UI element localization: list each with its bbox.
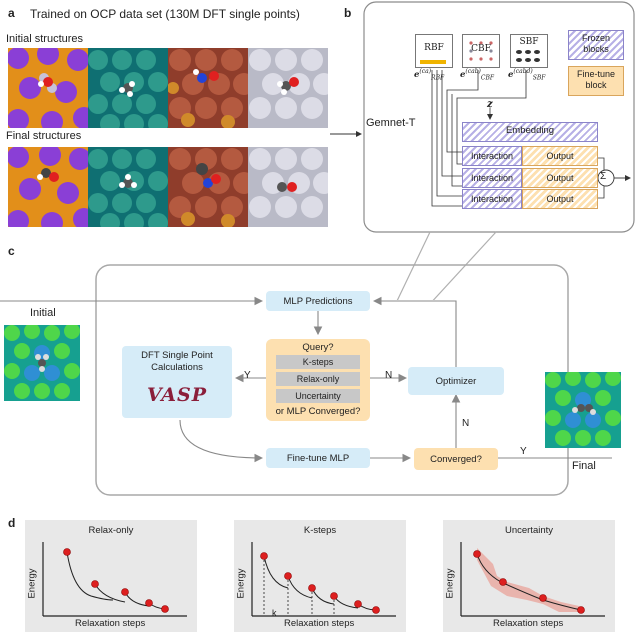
initial-structure-2-image — [88, 48, 168, 128]
k-steps-curve — [251, 542, 396, 617]
embedding-block: Embedding — [462, 122, 598, 142]
panel-d-letter: d — [8, 516, 16, 530]
e-cbf-label: e(cab)CBF — [460, 68, 495, 82]
panel-a-title: Trained on OCP data set (130M DFT single… — [30, 7, 300, 21]
output-label-2: Output — [546, 173, 574, 183]
query-option-uncertainty: Uncertainty — [276, 389, 360, 403]
query-footer: or MLP Converged? — [275, 406, 361, 417]
legend-frozen: Frozen blocks — [568, 30, 624, 60]
vasp-logo: VASP — [146, 384, 208, 406]
relax-only-plot: Relax-only Energy Relaxation steps — [25, 520, 197, 632]
sum-icon: Σ — [600, 171, 607, 182]
initial-structure-3-image — [168, 48, 248, 128]
relax-only-title: Relax-only — [88, 525, 134, 536]
interaction-block-2: Interaction — [462, 168, 522, 188]
converged-node: Converged? — [414, 448, 498, 470]
uncertainty-xlabel: Relaxation steps — [493, 618, 564, 629]
relax-only-xlabel: Relaxation steps — [75, 618, 146, 629]
finetune-mlp-node: Fine-tune MLP — [266, 448, 370, 468]
panel-a-letter: a — [8, 6, 15, 20]
dft-node: DFT Single Point Calculations VASP — [122, 346, 232, 418]
cbf-label: CBF — [471, 44, 491, 54]
e-sbf-label: e(cabd)SBF — [508, 68, 546, 82]
uncertainty-title: Uncertainty — [504, 525, 554, 536]
final-structures-label: Final structures — [6, 130, 82, 142]
output-block-3: Output — [522, 189, 598, 209]
query-title: Query? — [302, 342, 334, 353]
mlp-predictions-node: MLP Predictions — [266, 291, 370, 311]
edge-y-to-final: Y — [520, 446, 527, 457]
panel-c-letter: c — [8, 244, 15, 258]
interaction-label-1: Interaction — [470, 151, 514, 161]
legend-finetune: Fine-tune block — [568, 66, 624, 96]
initial-structure-4-image — [248, 48, 328, 128]
legend-frozen-label: Frozen blocks — [581, 33, 610, 54]
e-rbf-label: e(ca)RBF — [414, 68, 445, 82]
sbf-label: SBF — [519, 37, 539, 47]
output-label-1: Output — [546, 151, 574, 161]
rbf-curve-icon — [420, 60, 446, 64]
initial-structure-1-image — [8, 48, 88, 128]
cbf-grid-icon — [469, 41, 493, 61]
edge-n-to-optimizer: N — [385, 370, 393, 381]
relax-only-curve — [42, 542, 187, 617]
edge-n-to-optimizer-from-converged: N — [462, 418, 470, 429]
output-block-2: Output — [522, 168, 598, 188]
embedding-label: Embedding — [505, 125, 555, 136]
initial-structures-label: Initial structures — [6, 33, 84, 45]
interaction-block-1: Interaction — [462, 146, 522, 166]
k-steps-xlabel: Relaxation steps — [284, 618, 355, 629]
rbf-label: RBF — [424, 43, 444, 53]
panel-b-letter: b — [344, 6, 352, 20]
final-structure-3-image — [168, 147, 248, 227]
legend-finetune-label: Fine-tune block — [576, 69, 616, 90]
rbf-block: RBF — [415, 34, 453, 68]
final-structure-4-image — [248, 147, 328, 227]
sbf-block: SBF — [510, 34, 548, 68]
initial-adsorbate-image — [4, 325, 80, 401]
optimizer-node: Optimizer — [408, 367, 504, 395]
final-label: Final — [572, 460, 596, 472]
model-name-label: Gemnet-T — [366, 117, 416, 129]
uncertainty-curve — [460, 542, 605, 617]
query-option-k-steps: K-steps — [276, 355, 360, 369]
z-input-label: z — [487, 99, 493, 110]
cbf-block: CBF — [462, 34, 500, 68]
interaction-label-3: Interaction — [470, 194, 514, 204]
dft-label: DFT Single Point Calculations — [141, 350, 213, 373]
output-label-3: Output — [546, 194, 574, 204]
final-adsorbate-image — [545, 372, 621, 448]
sbf-orbitals-icon — [516, 50, 540, 62]
k-steps-plot: K-steps Energy Relaxation steps k — [234, 520, 406, 632]
interaction-label-2: Interaction — [470, 173, 514, 183]
query-node: Query? K-steps Relax-only Uncertainty or… — [266, 339, 370, 421]
edge-y-to-dft: Y — [244, 370, 251, 381]
final-structure-2-image — [88, 147, 168, 227]
initial-label: Initial — [30, 307, 56, 319]
output-block-1: Output — [522, 146, 598, 166]
interaction-block-3: Interaction — [462, 189, 522, 209]
k-steps-title: K-steps — [303, 525, 337, 536]
final-structure-1-image — [8, 147, 88, 227]
panel-c-flow-arrows — [0, 264, 612, 496]
query-option-relax-only: Relax-only — [276, 372, 360, 386]
uncertainty-plot: Uncertainty Energy Relaxation steps — [443, 520, 615, 632]
k-interval-label: k — [272, 608, 277, 618]
